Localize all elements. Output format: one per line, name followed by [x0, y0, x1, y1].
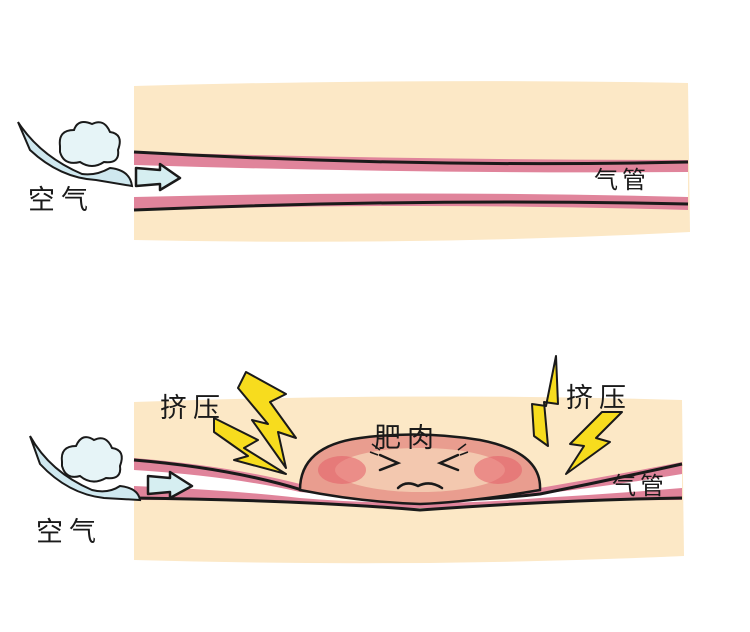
- air-label-bottom: 空气: [36, 517, 102, 548]
- open-airway-panel: [133, 81, 690, 242]
- air-cloud-icon: [17, 121, 142, 502]
- fat-face-icon: [298, 433, 542, 506]
- compressed-airway-panel: [133, 355, 684, 564]
- lightning-icon: [213, 355, 623, 475]
- squeeze-label-right: 挤压: [566, 383, 632, 414]
- air-arrow-icon: [134, 162, 194, 500]
- airway-channel-bottom: [134, 470, 682, 503]
- air-label-top: 空气: [28, 185, 94, 216]
- trachea-label-bottom: 气管: [612, 472, 668, 500]
- squeeze-label-left: 挤压: [160, 393, 226, 424]
- fat-label: 肥肉: [374, 423, 440, 454]
- trachea-label-top: 气管: [594, 166, 650, 194]
- airway-channel-top: [134, 165, 688, 197]
